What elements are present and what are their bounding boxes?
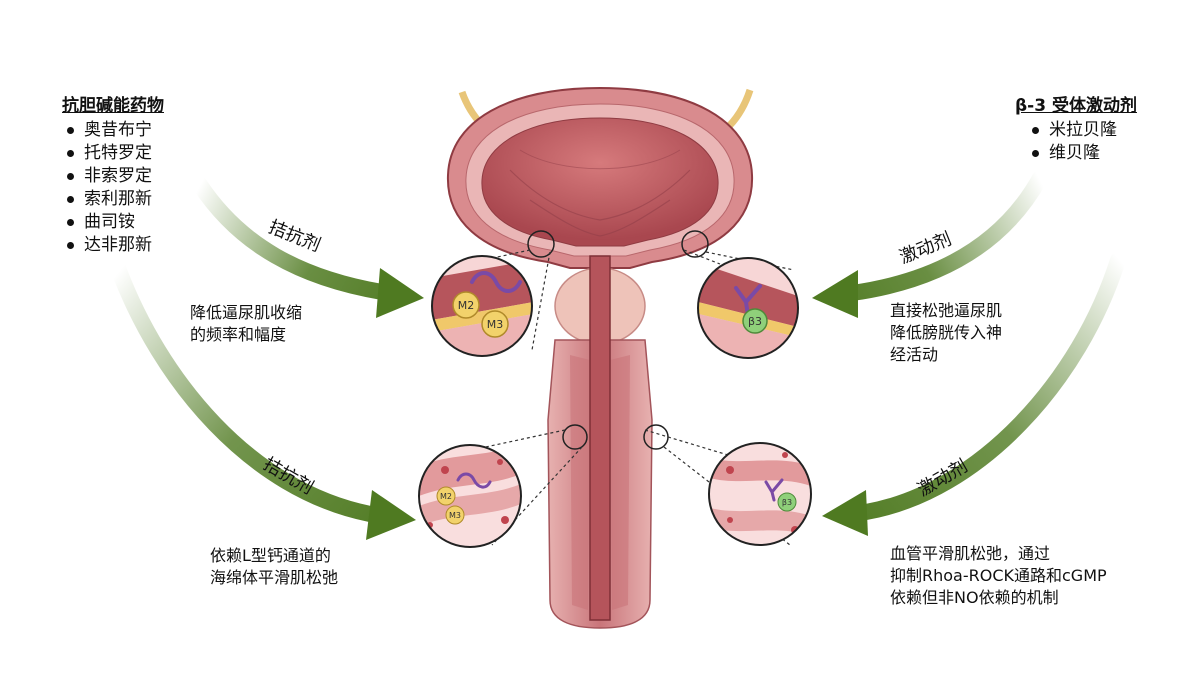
- arrow-bottom-right: [822, 252, 1126, 536]
- beta3-agonist-panel: β-3 受体激动剂 米拉贝隆 维贝隆: [1015, 95, 1137, 165]
- anticholinergic-list: 奥昔布宁 托特罗定 非索罗定 索利那新 曲司铵 达非那新: [62, 119, 164, 257]
- description-top-left: 降低逼尿肌收缩 的频率和幅度: [190, 302, 302, 346]
- description-line: 依赖但非NO依赖的机制: [890, 588, 1059, 607]
- svg-text:M2: M2: [440, 492, 452, 501]
- list-item: 维贝隆: [1027, 142, 1137, 165]
- list-item: 曲司铵: [62, 211, 164, 234]
- m2-receptor: [452, 291, 480, 319]
- description-line: 海绵体平滑肌松弛: [210, 568, 339, 587]
- description-line: 降低膀胱传入神: [890, 323, 1003, 342]
- anticholinergic-heading: 抗胆碱能药物: [62, 96, 164, 116]
- description-line: 的频率和幅度: [190, 325, 287, 344]
- marker-bladder-right: [681, 230, 709, 258]
- arrow-top-left: [192, 177, 424, 318]
- description-bottom-right: 血管平滑肌松弛，通过 抑制Rhoa-ROCK通路和cGMP 依赖但非NO依赖的机…: [890, 543, 1107, 609]
- marker-penis-left: [562, 424, 588, 450]
- list-item: 托特罗定: [62, 142, 164, 165]
- list-item: 索利那新: [62, 188, 164, 211]
- list-item: 非索罗定: [62, 165, 164, 188]
- arrow-top-right: [812, 170, 1048, 318]
- zoom-detrusor-beta3: β3: [697, 257, 799, 359]
- svg-text:M2: M2: [458, 299, 475, 312]
- list-item: 达非那新: [62, 234, 164, 257]
- description-bottom-left: 依赖L型钙通道的 海绵体平滑肌松弛: [210, 545, 338, 589]
- list-item: 奥昔布宁: [62, 119, 164, 142]
- list-item: 米拉贝隆: [1027, 119, 1137, 142]
- description-line: 血管平滑肌松弛，通过: [890, 544, 1051, 563]
- arrow-bottom-left: [110, 260, 416, 540]
- svg-text:β3: β3: [748, 315, 762, 328]
- beta3-agonist-heading: β-3 受体激动剂: [1015, 96, 1137, 116]
- svg-text:M3: M3: [449, 511, 461, 520]
- zoom-cavernosum-beta3: β3: [708, 442, 812, 546]
- marker-bladder-left: [527, 230, 555, 258]
- description-line: 经活动: [890, 345, 939, 364]
- description-line: 直接松弛逼尿肌: [890, 301, 1003, 320]
- zoom-cavernosum-antimuscarinic: M2 M3: [418, 444, 522, 548]
- urethra: [589, 255, 611, 621]
- description-line: 抑制Rhoa-ROCK通路和cGMP: [890, 566, 1107, 585]
- svg-text:M3: M3: [487, 318, 504, 331]
- m3-receptor: [481, 310, 509, 338]
- description-line: 降低逼尿肌收缩: [190, 303, 303, 322]
- svg-text:β3: β3: [782, 498, 792, 507]
- anticholinergic-panel: 抗胆碱能药物 奥昔布宁 托特罗定 非索罗定 索利那新 曲司铵 达非那新: [62, 95, 164, 257]
- description-line: 依赖L型钙通道的: [210, 546, 331, 565]
- description-top-right: 直接松弛逼尿肌 降低膀胱传入神 经活动: [890, 300, 1002, 366]
- beta3-receptor: [742, 308, 768, 334]
- bladder: [446, 86, 754, 269]
- zoom-detrusor-antimuscarinic: M2 M3: [431, 255, 533, 357]
- beta3-agonist-list: 米拉贝隆 维贝隆: [1027, 119, 1137, 165]
